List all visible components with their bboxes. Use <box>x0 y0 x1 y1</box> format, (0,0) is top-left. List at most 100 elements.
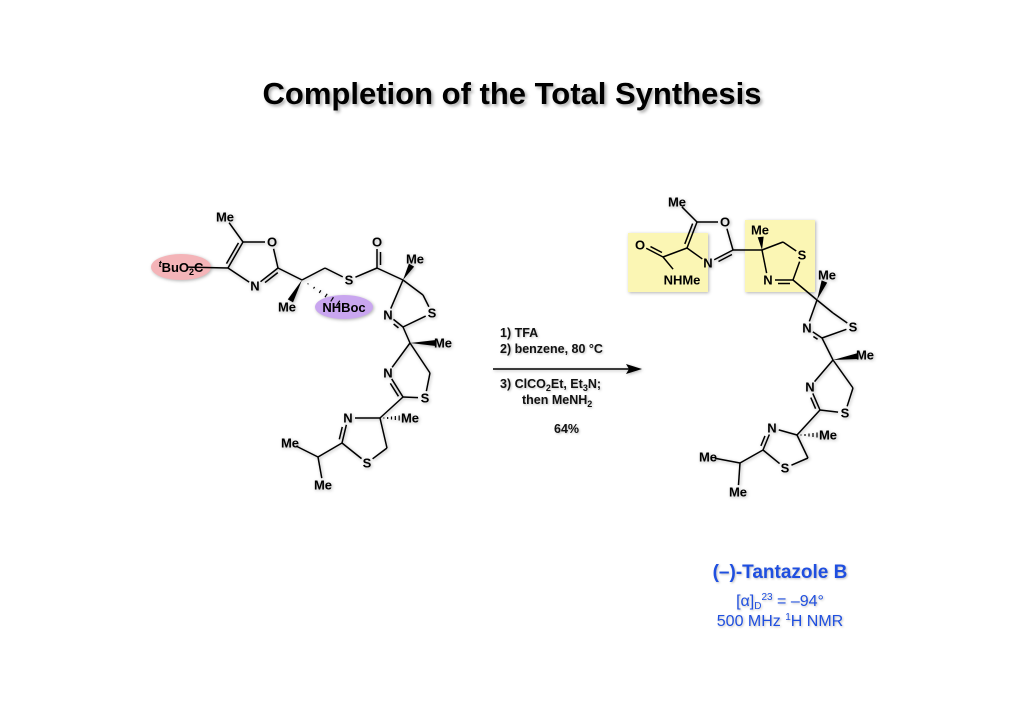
wedge-bond <box>410 340 436 346</box>
double-bond <box>227 241 244 269</box>
then-sub: 2 <box>587 399 593 409</box>
wedge-bond <box>287 280 302 303</box>
double-bond <box>713 249 734 261</box>
atom-label-o: O <box>267 235 277 250</box>
atom-label-me: Me <box>668 195 686 210</box>
double-bond-inner <box>338 426 343 440</box>
single-bond <box>277 267 303 281</box>
single-bond <box>662 256 674 270</box>
double-bond <box>645 247 664 258</box>
step3-text-a: 3) ClCO <box>500 377 546 391</box>
single-bond <box>402 326 411 344</box>
single-bond <box>714 457 741 464</box>
slide-title: Completion of the Total Synthesis <box>262 76 762 111</box>
single-bond <box>819 409 839 413</box>
atom-label-n: N <box>250 279 259 294</box>
atom-label-me: Me <box>856 348 874 363</box>
single-bond <box>228 222 244 243</box>
single-bond <box>681 206 698 223</box>
single-bond <box>737 462 741 486</box>
atom-label-o: O <box>635 238 645 253</box>
atom-label-o: O <box>720 215 730 230</box>
atom-label-me: Me <box>699 450 717 465</box>
condition-step3: 3) ClCO2Et, Et3N; <box>500 377 602 393</box>
condition-step2: 2) benzene, 80 °C <box>500 342 603 356</box>
single-bond <box>341 442 363 460</box>
double-bond-inner <box>264 272 279 284</box>
single-bond <box>317 442 343 458</box>
double-bond-inner <box>718 253 733 263</box>
nmr-sup: 1 <box>785 612 791 623</box>
single-bond <box>227 267 250 283</box>
single-bond <box>821 328 847 339</box>
single-bond <box>372 447 388 460</box>
hashed-bond <box>307 283 341 307</box>
atom-label-s: S <box>781 461 790 476</box>
single-bond <box>390 279 404 309</box>
optical-rotation: [α]D23 = –94° <box>660 592 900 612</box>
condition-step1: 1) TFA <box>500 326 539 340</box>
atom-label-s: S <box>841 406 850 421</box>
atom-label-me: Me <box>314 478 332 493</box>
atom-label-nhme: NHMe <box>664 273 701 288</box>
single-bond <box>761 241 784 251</box>
step3-text-c: N; <box>587 377 602 391</box>
single-bond <box>317 456 323 479</box>
single-bond <box>402 279 424 296</box>
double-bond-inner <box>225 242 240 265</box>
atom-label-me: Me <box>729 485 747 500</box>
single-bond <box>662 247 688 258</box>
double-bond <box>686 221 698 249</box>
single-bond <box>808 299 818 322</box>
rotation-sub: D <box>754 601 762 612</box>
atom-label-me: Me <box>434 336 452 351</box>
single-bond <box>422 294 430 308</box>
single-bond <box>379 396 404 419</box>
atom-label-s: S <box>428 306 437 321</box>
ester-label: tBuO2C <box>159 259 204 277</box>
wedge-bond <box>757 236 764 250</box>
single-bond <box>379 417 388 449</box>
atom-label-s: S <box>363 456 372 471</box>
double-bond-inner <box>393 323 399 329</box>
nhboc-highlight <box>315 295 373 319</box>
double-bond <box>260 267 279 283</box>
atom-label-s: S <box>798 248 807 263</box>
step3-text-b: Et, Et <box>550 377 583 391</box>
single-bond <box>778 429 798 436</box>
atom-label-o: O <box>372 235 382 250</box>
single-bond <box>686 247 703 260</box>
single-bond <box>846 387 854 407</box>
single-bond <box>376 267 404 281</box>
single-bond <box>796 434 809 459</box>
atom-label-me: Me <box>278 300 296 315</box>
rotation-sup: 23 <box>761 592 773 603</box>
double-bond-inner <box>760 435 766 447</box>
rotation-prefix: [α] <box>736 593 755 610</box>
nmr-text-a: 500 MHz <box>716 613 786 630</box>
atom-label-n: N <box>805 380 814 395</box>
hashed-bond <box>800 432 822 438</box>
hashed-bond <box>383 415 404 421</box>
atom-label-n: N <box>802 321 811 336</box>
step3-sub-a: 2 <box>545 383 551 393</box>
double-bond-inner <box>389 382 400 397</box>
reaction-arrow <box>493 364 642 374</box>
single-bond <box>832 312 848 324</box>
single-bond <box>726 228 734 251</box>
atom-label-s: S <box>849 320 858 335</box>
single-bond <box>761 249 768 274</box>
wedge-bond <box>817 280 828 300</box>
single-bond <box>324 267 344 278</box>
atom-label-n: N <box>383 308 392 323</box>
double-bond <box>762 434 771 451</box>
atom-label-me: Me <box>406 252 424 267</box>
single-bond <box>762 449 781 465</box>
starting-material-substituents: tBuO2C NHBoc <box>159 259 366 315</box>
single-bond <box>816 299 834 314</box>
double-bond <box>392 318 404 328</box>
single-bond <box>791 457 809 466</box>
atom-label-me: Me <box>819 428 837 443</box>
double-bond <box>812 393 821 411</box>
